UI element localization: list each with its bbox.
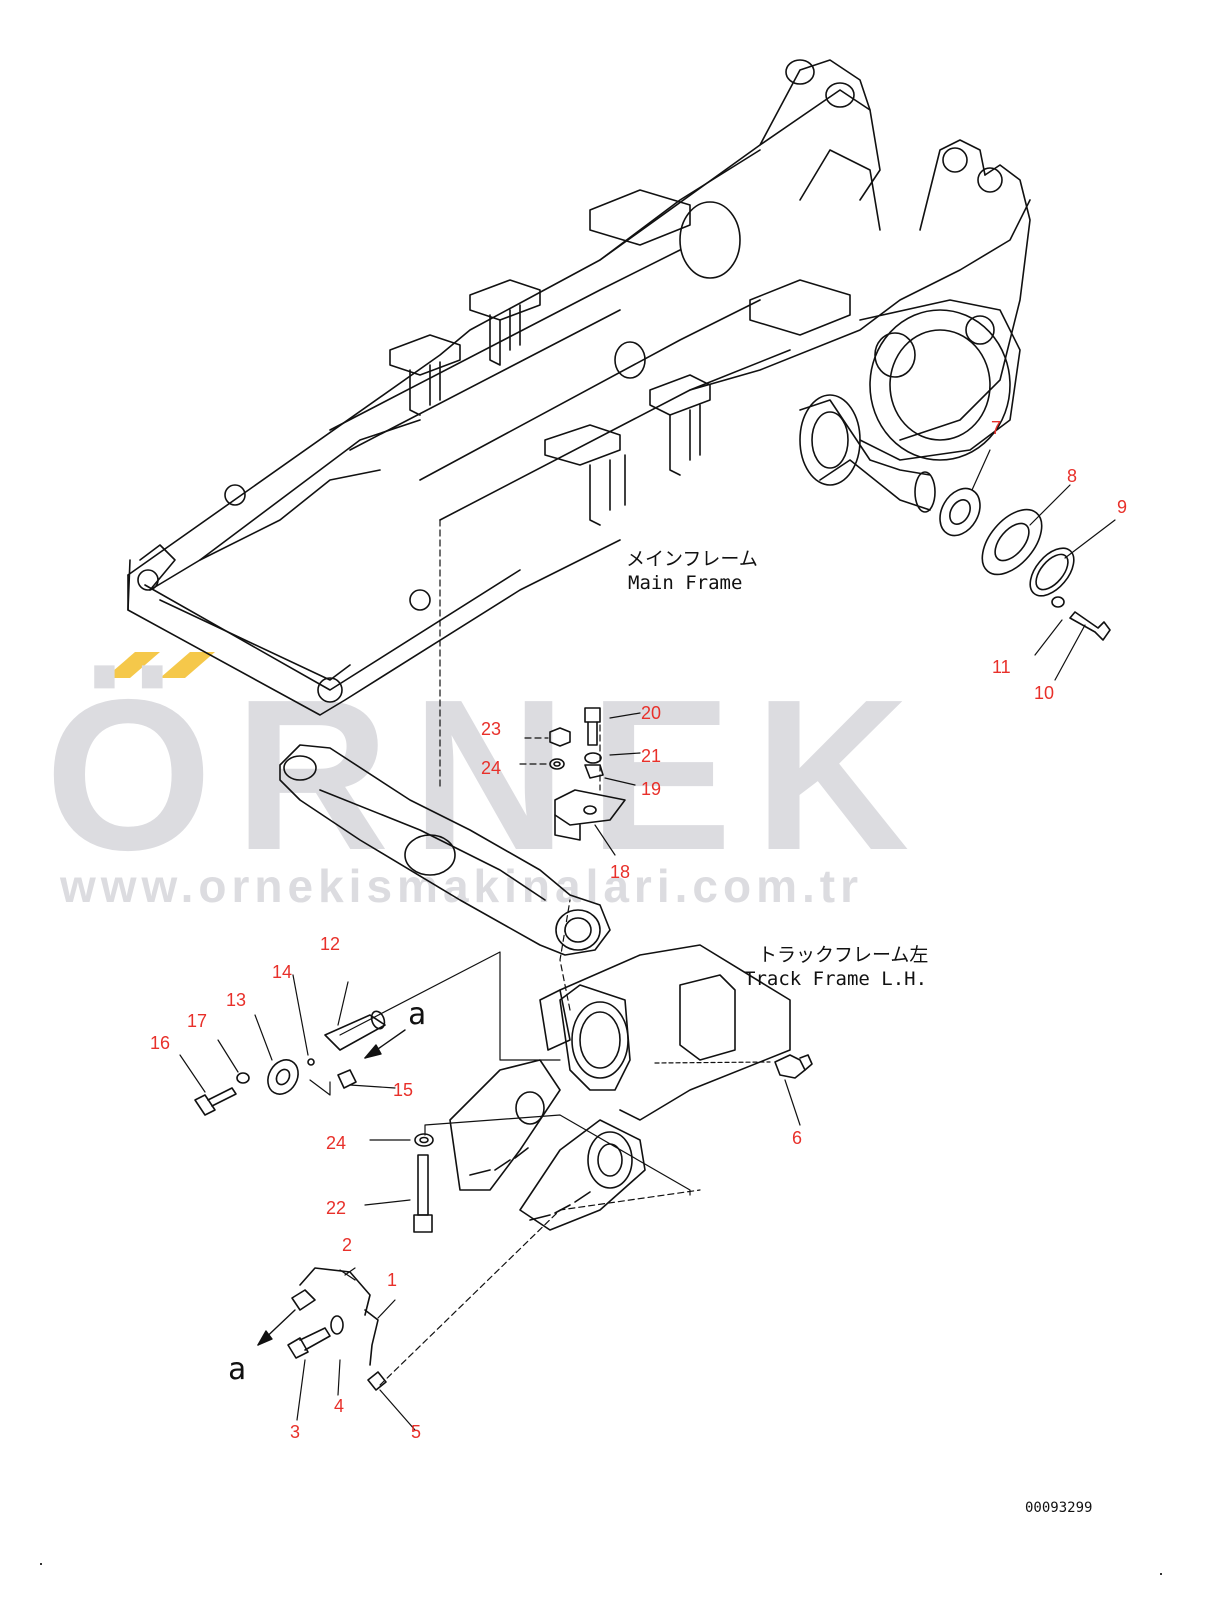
callout-17: 17	[187, 1011, 208, 1031]
arrow-a-lower	[257, 1309, 296, 1346]
part-20-drawing	[584, 707, 601, 746]
part-7-drawing	[939, 487, 981, 537]
callout-18: 18	[610, 862, 631, 882]
part-8-drawing	[981, 508, 1043, 576]
part-14-drawing	[307, 1058, 315, 1066]
document-number: 00093299	[1025, 1500, 1093, 1516]
callout-8: 8	[1067, 466, 1078, 486]
part-3-drawing	[287, 1327, 331, 1359]
callout-7: 7	[991, 418, 1002, 438]
part-16-drawing	[194, 1087, 237, 1116]
track-frame-label-en: Track Frame L.H.	[744, 968, 928, 990]
equalizer-bar-drawing	[279, 744, 611, 956]
part-6-drawing	[774, 1054, 813, 1079]
reference-lines	[379, 519, 701, 1386]
callout-13: 13	[226, 990, 247, 1010]
part-22-drawing	[413, 1154, 433, 1233]
corner-mark-right	[1160, 1573, 1162, 1575]
callout-2: 2	[342, 1235, 353, 1255]
callout-11: 11	[992, 657, 1011, 677]
main-frame-drawing	[127, 59, 1031, 716]
callout-10: 10	[1034, 683, 1055, 703]
arrow-a-upper	[364, 1029, 406, 1059]
callout-24-upper: 24	[481, 758, 502, 778]
track-frame-drawing	[449, 944, 791, 1231]
part-2-drawing	[291, 1267, 371, 1316]
part-11-drawing	[1051, 596, 1065, 608]
callout-21: 21	[641, 746, 662, 766]
watermark-url: www.ornekismakinalari.com.tr	[60, 860, 863, 912]
part-19-drawing	[584, 764, 604, 779]
track-frame-label-jp: トラックフレーム左	[758, 944, 929, 966]
ref-a-upper: a	[408, 997, 427, 1032]
callout-20: 20	[641, 703, 662, 723]
part-12-drawing	[324, 1010, 386, 1051]
corner-mark-left	[40, 1563, 42, 1565]
part-24-drawing-upper	[549, 758, 565, 770]
watermark-brand: ÖRNEK	[45, 654, 932, 895]
callout-24-lower: 24	[326, 1133, 347, 1153]
part-23-drawing	[549, 727, 571, 747]
part-10-drawing	[1069, 611, 1111, 641]
callout-19: 19	[641, 779, 662, 799]
main-frame-label-jp: メインフレーム	[626, 548, 758, 570]
part-5-drawing	[367, 1371, 387, 1391]
part-17-drawing	[236, 1072, 250, 1084]
callout-22: 22	[326, 1198, 347, 1218]
callout-5: 5	[411, 1422, 422, 1442]
leader-lines	[179, 449, 1116, 1431]
part-1-drawing	[364, 1309, 379, 1366]
callout-23: 23	[481, 719, 502, 739]
callout-14: 14	[272, 962, 293, 982]
ref-a-lower: a	[228, 1352, 247, 1387]
callout-9: 9	[1117, 497, 1128, 517]
part-24-drawing-lower	[414, 1133, 434, 1147]
part-15-drawing	[337, 1069, 357, 1089]
main-frame-label-en: Main Frame	[628, 572, 743, 594]
callout-16: 16	[150, 1033, 171, 1053]
assembly-lines	[309, 951, 691, 1281]
callout-12: 12	[320, 934, 341, 954]
part-13-drawing	[267, 1059, 299, 1095]
callout-15: 15	[393, 1080, 414, 1100]
part-18-drawing	[554, 789, 626, 841]
part-4-drawing	[330, 1315, 344, 1335]
callout-4: 4	[334, 1396, 345, 1416]
callout-3: 3	[290, 1422, 301, 1442]
part-9-drawing	[1029, 547, 1075, 597]
callout-6: 6	[792, 1128, 803, 1148]
callout-1: 1	[387, 1270, 398, 1290]
part-21-drawing	[584, 752, 602, 764]
